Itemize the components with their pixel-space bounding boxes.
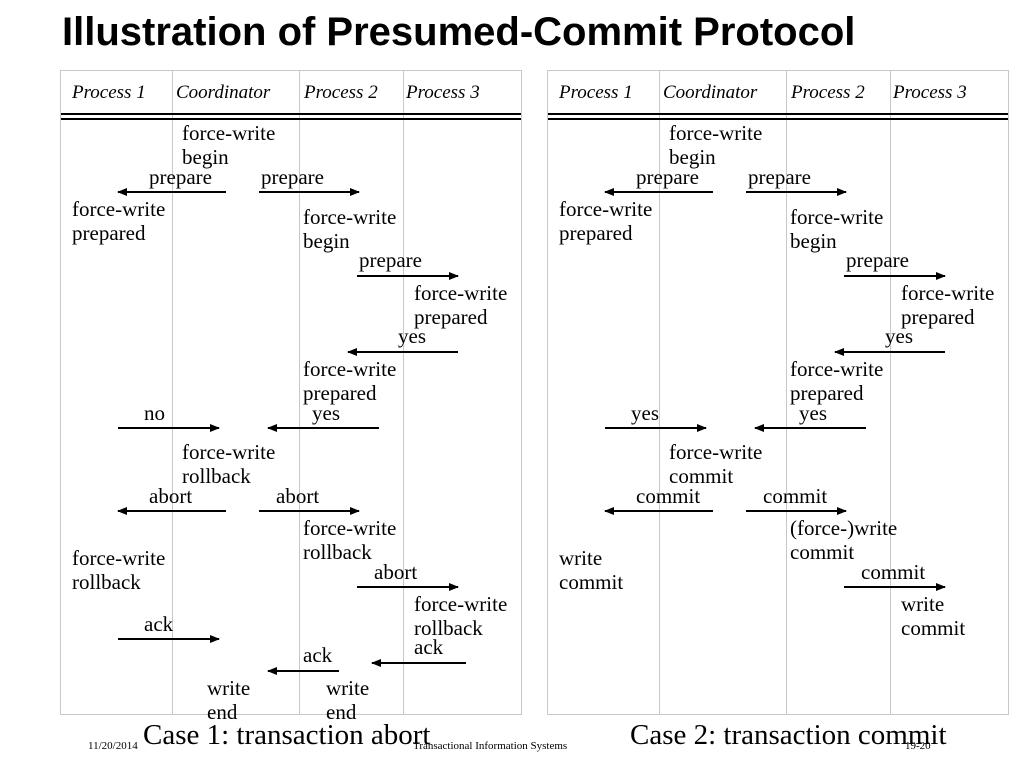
label-yes-p3: yes — [885, 324, 913, 348]
header-process-1: Process 1 — [72, 82, 146, 103]
header-process-2: Process 2 — [791, 82, 865, 103]
header-rule — [61, 118, 521, 120]
label-commit-p2: commit — [763, 484, 828, 508]
header-rule — [548, 113, 1008, 115]
label-prepare-p1: prepare — [149, 165, 212, 189]
label-yes-p1: yes — [631, 401, 659, 425]
header-process-1: Process 1 — [559, 82, 633, 103]
label-ack-p3: ack — [414, 635, 444, 659]
lane-divider — [403, 71, 404, 714]
lane-divider — [890, 71, 891, 714]
label-abort-p2: abort — [276, 484, 320, 508]
lane-divider — [659, 71, 660, 714]
slide-title: Illustration of Presumed-Commit Protocol — [62, 10, 856, 54]
footer-date: 11/20/2014 — [88, 740, 138, 752]
label-no-p1: no — [144, 401, 165, 425]
label-abort-p1: abort — [149, 484, 193, 508]
footer-page-number: 19-20 — [905, 740, 931, 752]
label-yes-p3: yes — [398, 324, 426, 348]
header-coordinator: Coordinator — [176, 82, 271, 103]
header-process-3: Process 3 — [893, 82, 967, 103]
header-coordinator: Coordinator — [663, 82, 758, 103]
label-ack-p2: ack — [303, 643, 333, 667]
header-rule — [548, 118, 1008, 120]
label-commit-p1: commit — [636, 484, 701, 508]
header-rule — [61, 113, 521, 115]
header-process-2: Process 2 — [304, 82, 378, 103]
lane-divider — [786, 71, 787, 714]
lane-divider — [299, 71, 300, 714]
label-prepare-p3: prepare — [846, 248, 909, 272]
label-yes-p2: yes — [312, 401, 340, 425]
label-ack-p1: ack — [144, 612, 174, 636]
label-prepare-p2: prepare — [748, 165, 811, 189]
label-prepare-p3: prepare — [359, 248, 422, 272]
lane-divider — [172, 71, 173, 714]
footer-center: Transactional Information Systems — [413, 740, 568, 752]
case1-caption: Case 1: transaction abort — [143, 719, 431, 751]
case1-diagram: Process 1 Coordinator Process 2 Process … — [60, 70, 522, 724]
case2-diagram: Process 1 Coordinator Process 2 Process … — [547, 70, 1009, 715]
label-commit-p3: commit — [861, 560, 926, 584]
label-prepare-p1: prepare — [636, 165, 699, 189]
header-process-3: Process 3 — [406, 82, 480, 103]
label-prepare-p2: prepare — [261, 165, 324, 189]
case2-caption: Case 2: transaction commit — [630, 719, 947, 751]
label-abort-p3: abort — [374, 560, 418, 584]
label-yes-p2: yes — [799, 401, 827, 425]
